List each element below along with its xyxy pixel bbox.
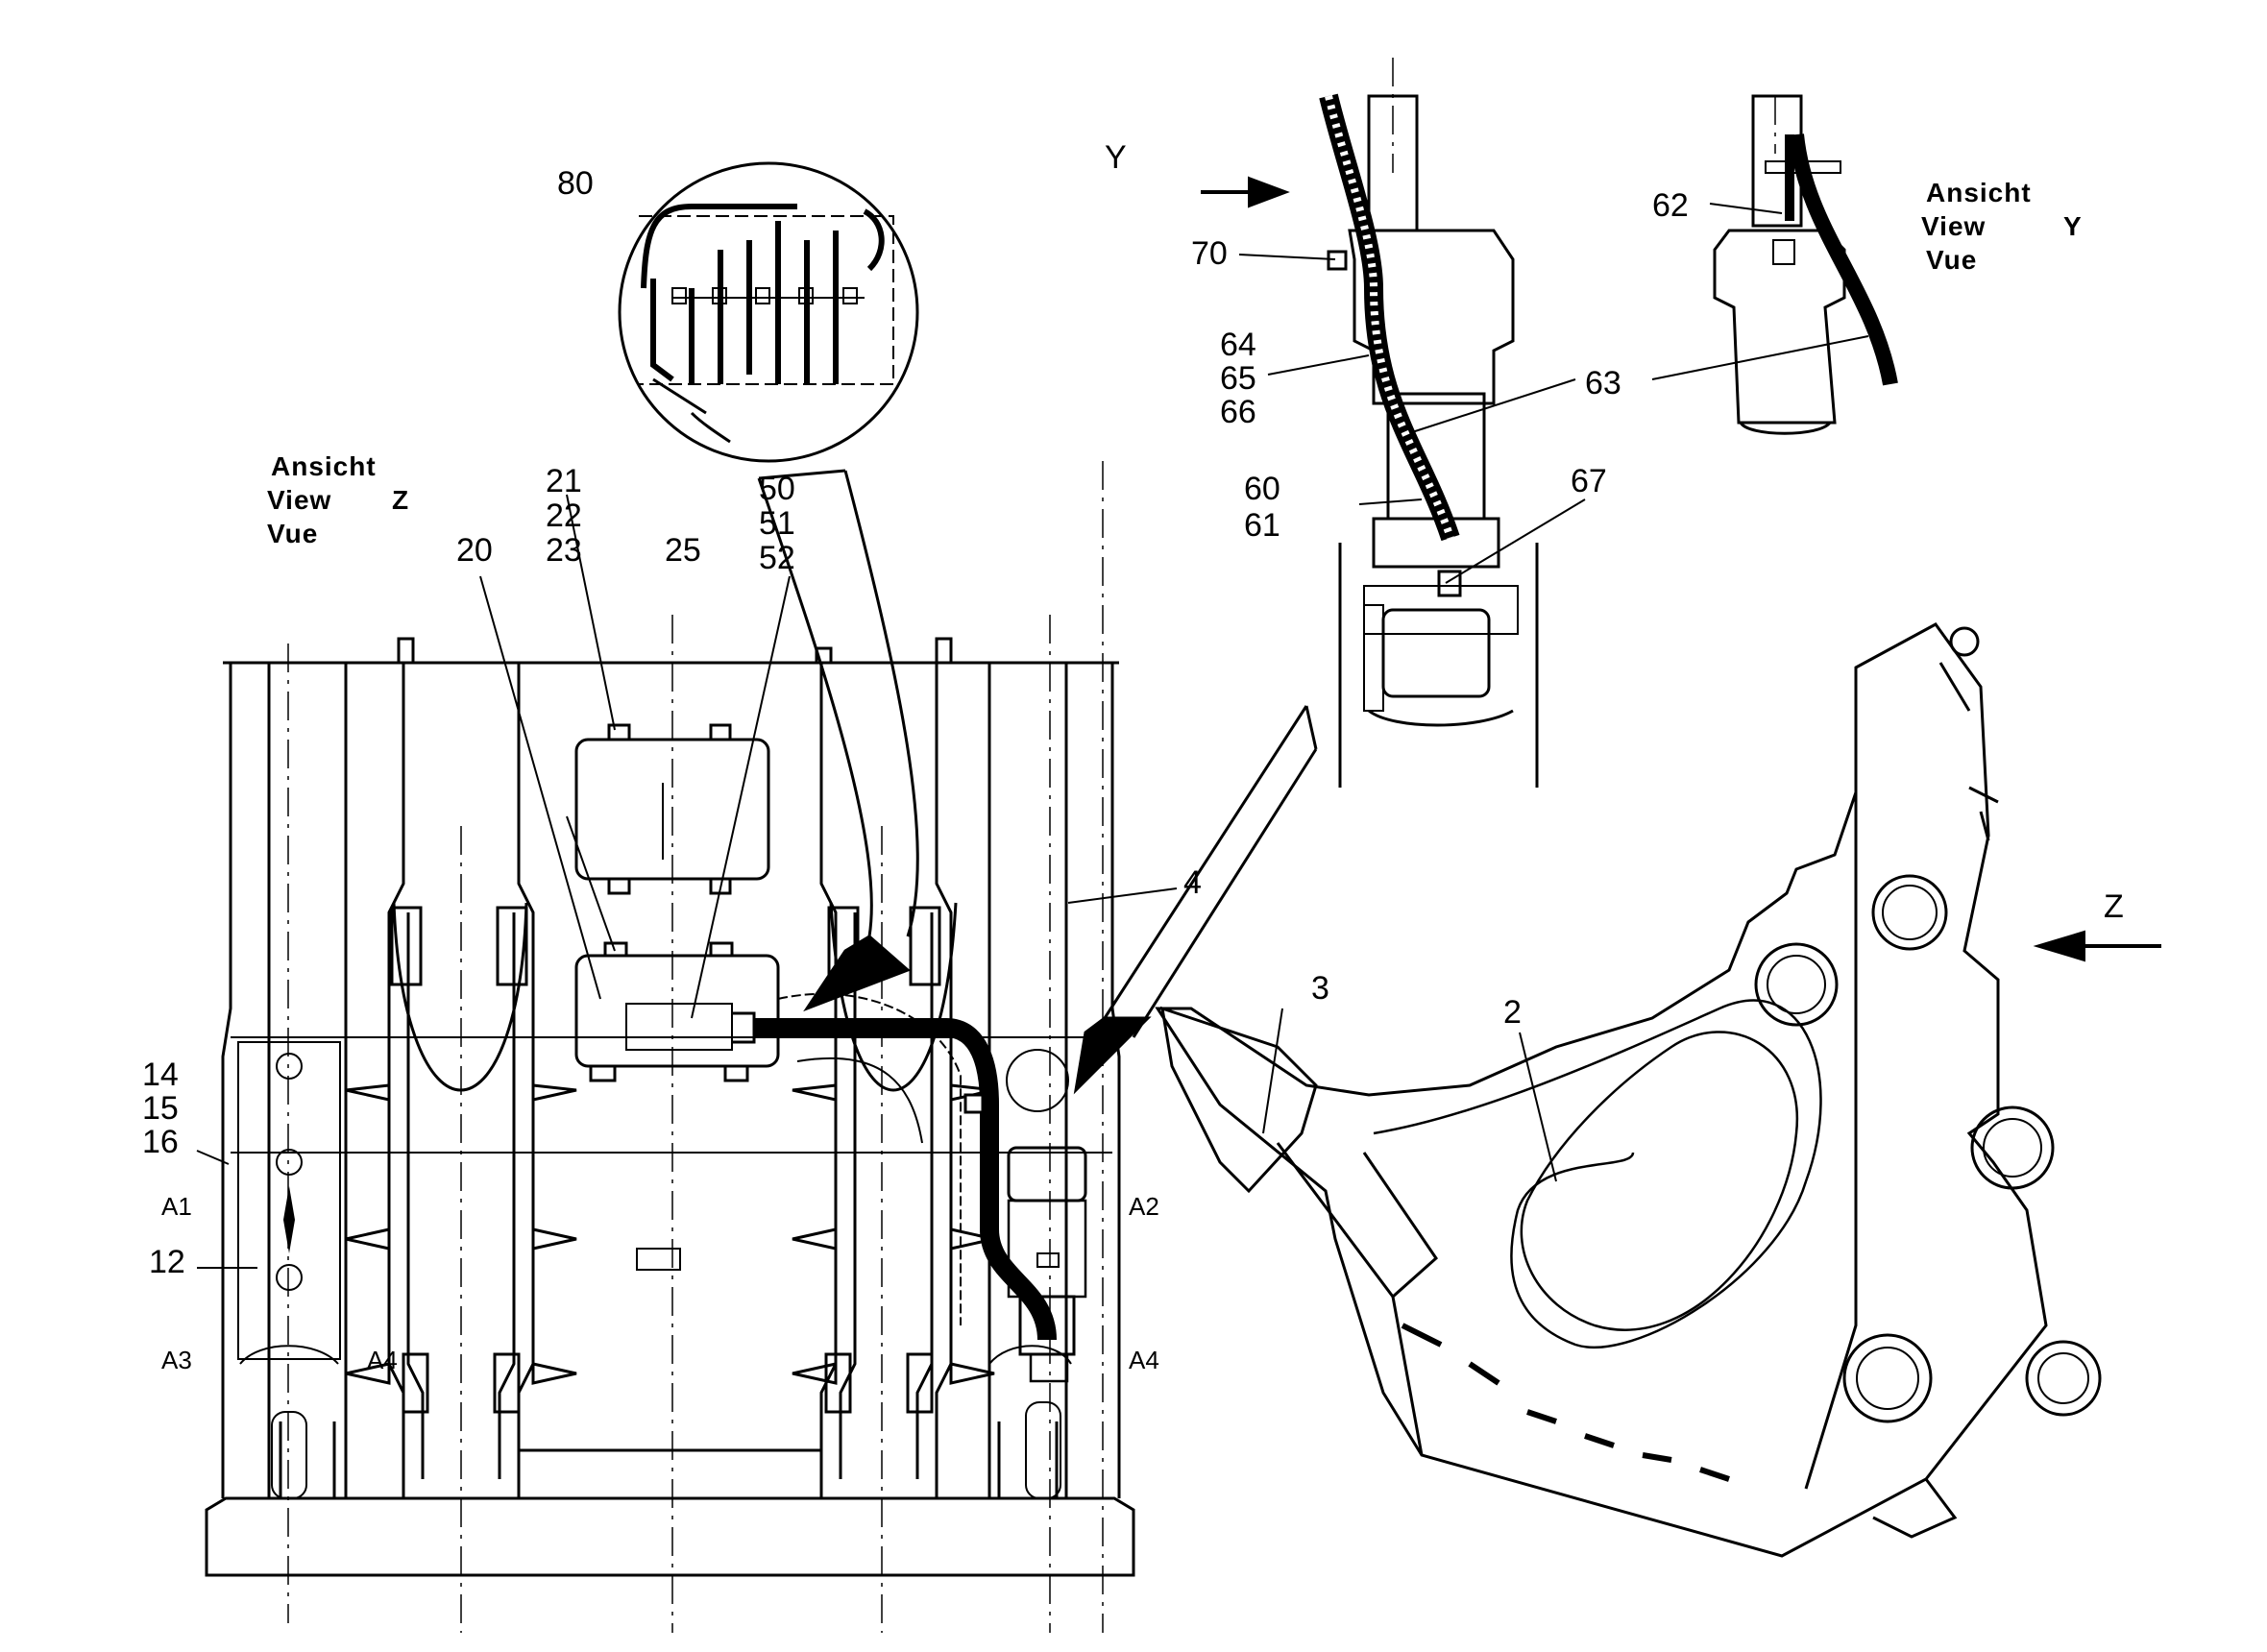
centerlines: [287, 58, 1776, 1633]
detail-circle-80: [618, 161, 919, 463]
callout-22: 22: [546, 498, 582, 534]
callout-61: 61: [1244, 507, 1280, 544]
cylinder-detail-60: [1319, 93, 1539, 788]
callout-20: 20: [456, 532, 493, 569]
callout-80: 80: [557, 165, 594, 202]
hydraulic-hose: [754, 992, 1087, 1383]
leader-lines: [196, 176, 2161, 1269]
zone-a2: A2: [1129, 1192, 1159, 1221]
view-z-letter: Z: [392, 485, 409, 515]
callout-15: 15: [142, 1090, 179, 1127]
zone-a4-left: A4: [367, 1346, 398, 1374]
view-z-line2: View: [267, 485, 331, 515]
callout-51: 51: [759, 505, 795, 542]
callout-3: 3: [1311, 970, 1329, 1007]
view-y-letter: Y: [2063, 211, 2083, 241]
valve-block-20: [574, 941, 780, 1082]
callout-4: 4: [1183, 864, 1202, 901]
callout-66: 66: [1220, 394, 1256, 430]
valve-block-25: [574, 723, 770, 895]
zone-a1: A1: [161, 1192, 192, 1221]
detail-swoosh-60: [1073, 705, 1318, 1095]
arrow-z-label: Z: [2104, 888, 2124, 925]
callout-65: 65: [1220, 360, 1256, 397]
callout-64: 64: [1220, 327, 1256, 363]
callout-16: 16: [142, 1124, 179, 1160]
zone-a3: A3: [161, 1346, 192, 1374]
callout-60: 60: [1244, 471, 1280, 507]
view-y-line1: Ansicht: [1926, 178, 2032, 207]
view-z-line1: Ansicht: [271, 451, 377, 481]
callout-70: 70: [1191, 235, 1228, 272]
callout-67: 67: [1571, 463, 1607, 499]
bucket-side-view: [1155, 622, 2102, 1558]
zone-a4-right: A4: [1129, 1346, 1159, 1374]
callout-12: 12: [149, 1244, 185, 1280]
callout-62: 62: [1652, 187, 1689, 224]
callout-2: 2: [1503, 994, 1522, 1031]
callout-63: 63: [1585, 365, 1621, 401]
view-y-line2: View: [1921, 211, 1986, 241]
callout-21: 21: [546, 463, 582, 499]
callout-23: 23: [546, 532, 582, 569]
view-z-line3: Vue: [267, 519, 318, 548]
detail-swoosh-80: [757, 469, 919, 1012]
view-y-line3: Vue: [1926, 245, 1977, 275]
arrow-y-label: Y: [1105, 139, 1127, 176]
callout-52: 52: [759, 540, 795, 576]
view-y-detail: [1713, 94, 1898, 435]
callout-50: 50: [759, 471, 795, 507]
callout-25: 25: [665, 532, 701, 569]
zone-labels: A1 A2 A3 A4 A4: [161, 1192, 1159, 1374]
callout-14: 14: [142, 1057, 179, 1093]
